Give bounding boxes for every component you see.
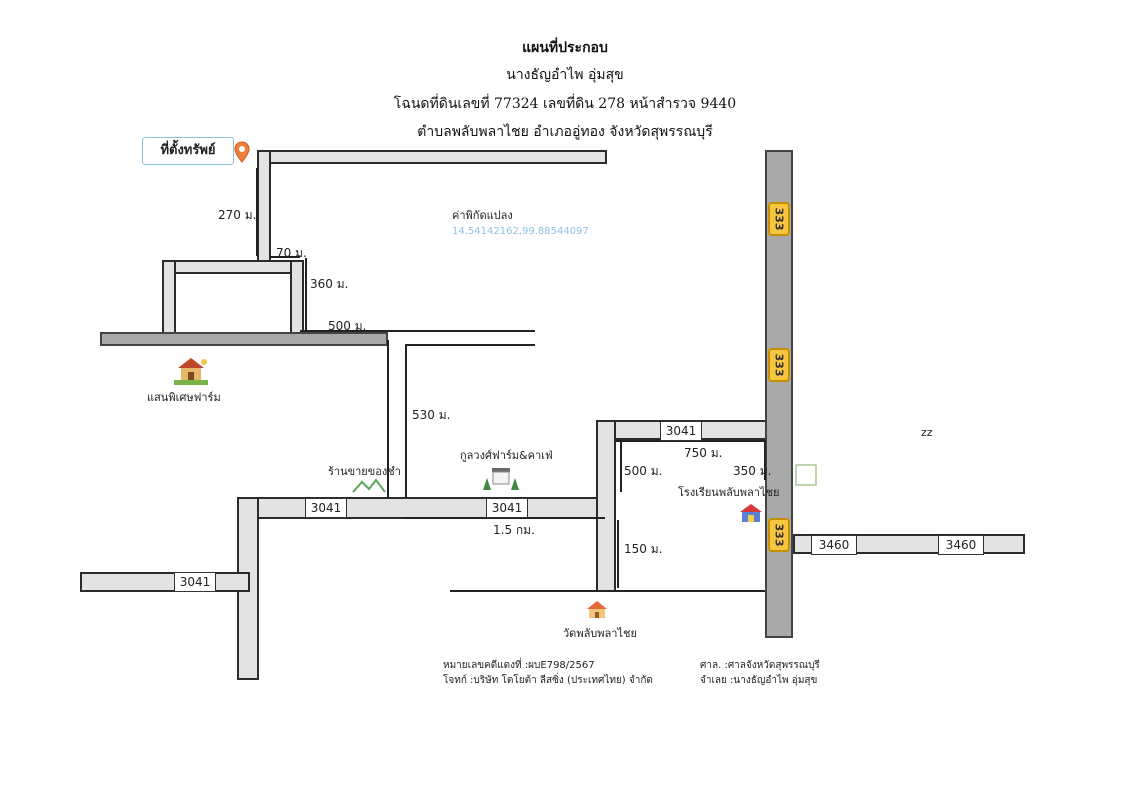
distance-750: 750 ม.	[684, 446, 723, 460]
road-number-3460-a: 3460	[811, 535, 857, 555]
farm-label: แสนพิเศษฟาร์ม	[147, 391, 221, 404]
distance-530: 530 ม.	[412, 408, 451, 422]
arrow-270	[256, 168, 258, 256]
distance-500b: 500 ม.	[624, 464, 663, 478]
deed-info: โฉนดที่ดินเลขที่ 77324 เลขที่ดิน 278 หน้…	[393, 96, 737, 112]
school-flag-icon	[795, 464, 817, 486]
arrow-500b	[620, 442, 622, 492]
cafe-label: กูลวงศ์ฟาร์ม&คาเฟ่	[460, 449, 553, 462]
arrow-15km	[405, 517, 605, 519]
road-number-3041-a: 3041	[305, 498, 347, 518]
distance-1-5km: 1.5 กม.	[493, 523, 535, 537]
shop-label: ร้านขายของชำ	[328, 465, 401, 478]
property-label: ที่ตั้งทรัพย์	[142, 137, 234, 165]
distance-360: 360 ม.	[310, 277, 349, 291]
road-loop-left	[162, 260, 176, 334]
location-pin-icon	[234, 141, 250, 163]
map-title: แผนที่ประกอบ	[522, 40, 608, 56]
highway-333-badge-2: 333	[768, 348, 790, 382]
road-top	[257, 150, 607, 164]
distance-500a: 500 ม.	[328, 319, 367, 333]
road-number-3041-c: 3041	[174, 572, 216, 592]
misc-mark: zz	[921, 426, 933, 439]
arrow-530	[405, 346, 407, 498]
highway-333-badge-1: 333	[768, 202, 790, 236]
arrow-750	[616, 440, 766, 442]
distance-150: 150 ม.	[624, 542, 663, 556]
road-3041-east-vertical	[596, 420, 616, 592]
road-line-shop	[387, 340, 389, 500]
road-3041-west	[80, 572, 250, 592]
road-vertical-left	[257, 150, 271, 268]
defendant: จำเลย :นางธัญอำไพ อุ่มสุข	[700, 675, 818, 686]
road-farm	[100, 332, 388, 346]
arrow-70	[270, 256, 300, 258]
road-number-3041-d: 3041	[660, 421, 702, 441]
highway-333-badge-3: 333	[768, 518, 790, 552]
road-loop-right	[290, 260, 304, 334]
distance-270: 270 ม.	[218, 208, 257, 222]
coordinates-label: ค่าพิกัดแปลง	[452, 209, 513, 222]
cafe-icon	[483, 468, 519, 490]
temple-icon	[587, 601, 607, 618]
road-number-3460-b: 3460	[938, 535, 984, 555]
temple-label: วัดพลับพลาไชย	[563, 627, 637, 640]
plaintiff: โจทก์ :บริษัท โตโยต้า ลีสซิ่ง (ประเทศไทย…	[443, 675, 653, 686]
distance-70: 70 ม.	[276, 246, 307, 260]
arrow-350	[764, 440, 766, 480]
road-line-530-top	[405, 344, 535, 346]
road-line-500	[300, 330, 535, 332]
court: ศาล. :ศาลจังหวัดสุพรรณบุรี	[700, 660, 820, 671]
school-icon	[740, 504, 762, 522]
road-3041-main	[237, 497, 607, 519]
case-number: หมายเลขคดีแดงที่ :ผบE798/2567	[443, 660, 595, 671]
road-line-temple	[450, 590, 768, 592]
farm-icon	[174, 358, 208, 385]
arrow-360	[305, 258, 307, 330]
location-info: ตำบลพลับพลาไชย อำเภออู่ทอง จังหวัดสุพรรณ…	[417, 124, 713, 140]
coordinates-value: 14.54142162,99.88544097	[452, 226, 589, 237]
road-number-3041-b: 3041	[486, 498, 528, 518]
school-label: โรงเรียนพลับพลาไชย	[678, 486, 780, 499]
arrow-150	[617, 520, 619, 588]
distance-350: 350 ม.	[733, 464, 772, 478]
shop-icon	[352, 478, 386, 493]
owner-name: นางธัญอำไพ อุ่มสุข	[506, 67, 624, 83]
